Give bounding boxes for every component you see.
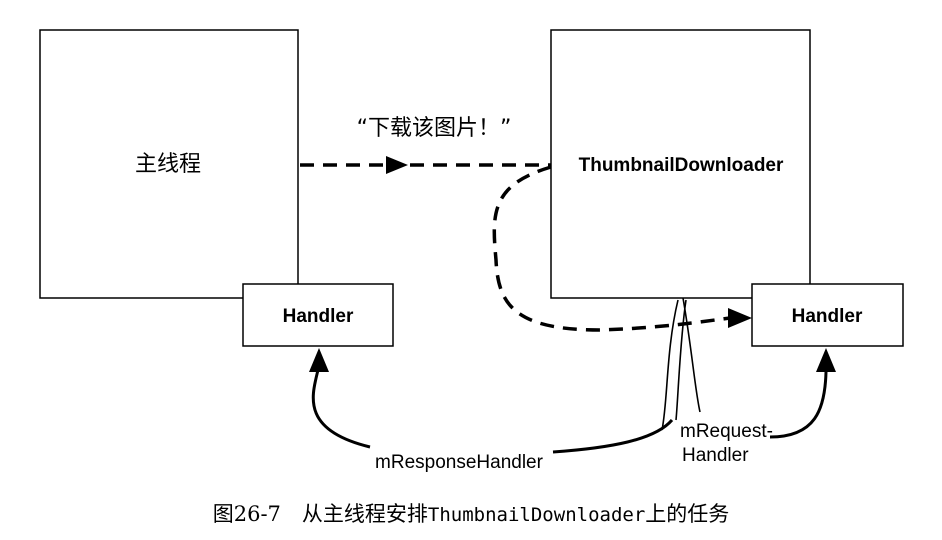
downloader-box — [550, 29, 811, 299]
request-handler-label-line1: mRequest- — [680, 421, 773, 442]
response-arrowhead — [309, 348, 329, 372]
message-arrowhead — [386, 156, 408, 174]
main-thread-box — [39, 29, 299, 299]
response-handler-arrow — [311, 369, 371, 449]
message-label: “下载该图片！” — [357, 116, 512, 141]
response-handler-lines — [661, 299, 679, 431]
caption-prefix: 图26-7 从主线程安排 — [213, 502, 428, 526]
request-dashed-arrowhead — [728, 308, 752, 328]
main-handler-label: Handler — [283, 306, 354, 327]
request-handler-label-line2: Handler — [682, 445, 749, 466]
caption-code: ThumbnailDownloader — [428, 504, 645, 526]
response-handler-label: mResponseHandler — [375, 452, 544, 473]
main-thread-label: 主线程 — [135, 152, 201, 177]
request-arrowhead — [816, 348, 836, 372]
main-handler-box — [242, 283, 394, 347]
request-handler-lines — [682, 297, 701, 413]
downloader-handler-label: Handler — [792, 306, 863, 327]
downloader-label: ThumbnailDownloader — [579, 155, 784, 176]
downloader-handler-box — [751, 283, 904, 347]
response-handler-lines-2 — [675, 299, 687, 421]
caption-suffix: 上的任务 — [645, 502, 729, 526]
figure-caption: 图26-7 从主线程安排ThumbnailDownloader上的任务 — [213, 502, 730, 526]
request-handler-arrow — [769, 371, 828, 439]
response-handler-connector — [552, 418, 674, 454]
